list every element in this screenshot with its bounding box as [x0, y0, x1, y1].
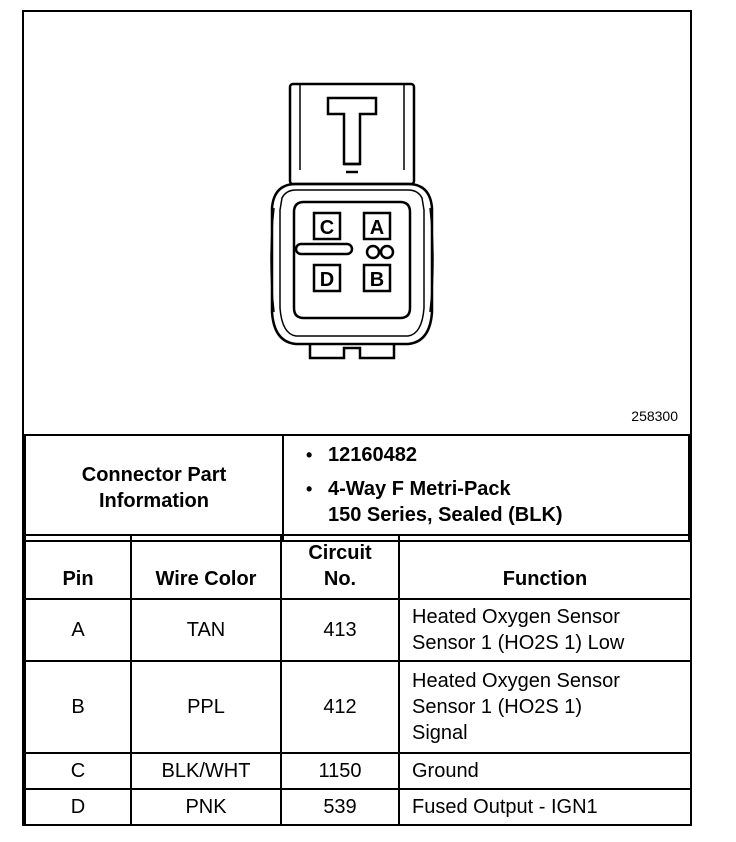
- function-cell: Heated Oxygen Sensor Sensor 1 (HO2S 1) S…: [398, 660, 692, 754]
- connector-key: [294, 242, 354, 256]
- connector-description-line2: 150 Series, Sealed (BLK): [328, 504, 563, 526]
- pin-cell: C: [24, 752, 132, 790]
- function-line: Heated Oxygen Sensor: [412, 670, 620, 692]
- part-number: 12160482: [306, 442, 688, 468]
- pin-b-cavity: [362, 263, 392, 293]
- figure-id: 258300: [631, 408, 678, 424]
- function-line: Sensor 1 (HO2S 1): [412, 696, 583, 718]
- header-circuit: Circuit No.: [280, 534, 400, 600]
- wire-color-cell: PPL: [130, 660, 282, 754]
- pin-a-cavity: [362, 211, 392, 241]
- table-row: C BLK/WHT 1150 Ground: [24, 752, 692, 790]
- header-pin: Pin: [24, 534, 132, 600]
- wire-color-cell: TAN: [130, 598, 282, 662]
- wire-color-cell: PNK: [130, 788, 282, 826]
- connector-part-info-label-line1: Connector Part: [81, 464, 227, 486]
- connector-drawing: C A D B: [270, 82, 434, 360]
- header-wire-color: Wire Color: [130, 534, 282, 600]
- connector-diagram: C A D B 258300: [24, 12, 690, 434]
- pin-table-header: Pin Wire Color Circuit No. Function: [24, 534, 692, 600]
- header-circuit-line1: Circuit: [308, 542, 372, 564]
- connector-description: 4-Way F Metri-Pack 150 Series, Sealed (B…: [306, 476, 688, 528]
- connector-part-info-label-line2: Information: [99, 490, 209, 512]
- pin-c-label: C: [320, 217, 334, 239]
- function-line: Signal: [412, 722, 468, 744]
- circuit-cell: 413: [280, 598, 400, 662]
- connector-part-info-label: Connector Part Information: [24, 434, 284, 542]
- pin-table: Pin Wire Color Circuit No. Function A TA…: [24, 534, 692, 826]
- pin-b-label: B: [370, 269, 384, 291]
- function-line: Fused Output - IGN1: [412, 796, 598, 818]
- function-cell: Heated Oxygen Sensor Sensor 1 (HO2S 1) L…: [398, 598, 692, 662]
- pin-d-cavity: [312, 263, 342, 293]
- wire-color-cell: BLK/WHT: [130, 752, 282, 790]
- indicator-circle-left: [365, 244, 381, 260]
- pin-a-label: A: [370, 217, 384, 239]
- indicator-circle-right: [379, 244, 395, 260]
- pin-cell: B: [24, 660, 132, 754]
- connector-face: [292, 200, 412, 320]
- circuit-cell: 1150: [280, 752, 400, 790]
- function-line: Sensor 1 (HO2S 1) Low: [412, 632, 625, 654]
- circuit-cell: 539: [280, 788, 400, 826]
- connector-description-line1: 4-Way F Metri-Pack: [328, 478, 511, 500]
- connector-lock-tab: [326, 96, 378, 166]
- function-line: Heated Oxygen Sensor: [412, 606, 620, 628]
- function-line: Ground: [412, 760, 479, 782]
- header-function: Function: [398, 534, 692, 600]
- pin-cell: D: [24, 788, 132, 826]
- table-row: B PPL 412 Heated Oxygen Sensor Sensor 1 …: [24, 660, 692, 754]
- connector-part-info-table: Connector Part Information 12160482 4-Wa…: [24, 434, 690, 542]
- header-circuit-line2: No.: [323, 568, 357, 590]
- pin-c-cavity: [312, 211, 342, 241]
- connector-bottom-tabs: [308, 344, 396, 360]
- connector-body: [270, 182, 434, 346]
- function-cell: Ground: [398, 752, 692, 790]
- table-row: D PNK 539 Fused Output - IGN1: [24, 788, 692, 826]
- function-cell: Fused Output - IGN1: [398, 788, 692, 826]
- document-frame: C A D B 258300 Connector Part Informatio…: [22, 10, 692, 826]
- pin-cell: A: [24, 598, 132, 662]
- table-row: A TAN 413 Heated Oxygen Sensor Sensor 1 …: [24, 598, 692, 662]
- pin-d-label: D: [320, 269, 334, 291]
- circuit-cell: 412: [280, 660, 400, 754]
- connector-part-info-values: 12160482 4-Way F Metri-Pack 150 Series, …: [282, 434, 690, 542]
